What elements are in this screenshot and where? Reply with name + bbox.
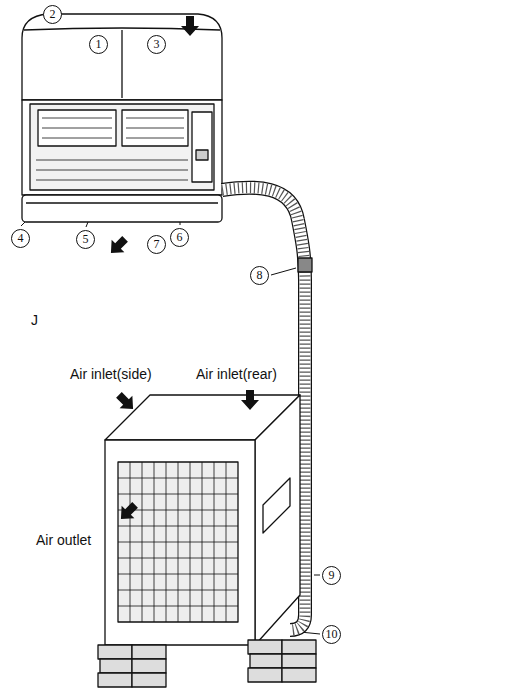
callout-number: 3 — [147, 35, 166, 54]
callout-number: 8 — [250, 266, 269, 285]
callout-number: 6 — [170, 228, 189, 247]
airflow-arrow — [105, 233, 132, 260]
callout-number: 4 — [11, 229, 30, 248]
airflow-arrow — [115, 499, 142, 526]
callout-number: 2 — [43, 5, 62, 24]
indoor-open-area — [30, 104, 214, 190]
cover-split — [121, 30, 122, 98]
indoor-body — [22, 100, 222, 195]
callout-number: 1 — [89, 35, 108, 54]
filter-slats — [36, 118, 188, 180]
airflow-arrow — [241, 390, 259, 410]
outdoor-side — [255, 395, 300, 645]
support-bricks — [98, 640, 316, 687]
callout-number: 5 — [76, 230, 95, 249]
control-box — [192, 112, 212, 182]
indoor-bottom — [22, 195, 222, 222]
airflow-label: Air inlet(side) — [70, 366, 152, 383]
callout-number: 7 — [147, 235, 166, 254]
outdoor-front — [105, 440, 255, 645]
airflow-label: Air inlet(rear) — [196, 366, 277, 383]
pipe-clip — [298, 258, 312, 272]
control-panel — [263, 478, 290, 533]
indoor-cover — [22, 14, 222, 100]
callout-number: 9 — [322, 566, 341, 585]
air-filter — [38, 110, 116, 146]
outlet-line — [26, 202, 218, 203]
control-detail — [196, 150, 208, 160]
fan-grille — [118, 462, 238, 622]
airflow-arrow — [113, 389, 140, 416]
air-filter — [122, 110, 188, 146]
airflow-label: J — [31, 312, 38, 329]
airflow-arrow — [181, 16, 199, 36]
airflow-label: Air outlet — [36, 532, 91, 549]
callout-number: 10 — [322, 625, 341, 644]
grille-bars — [118, 462, 238, 622]
